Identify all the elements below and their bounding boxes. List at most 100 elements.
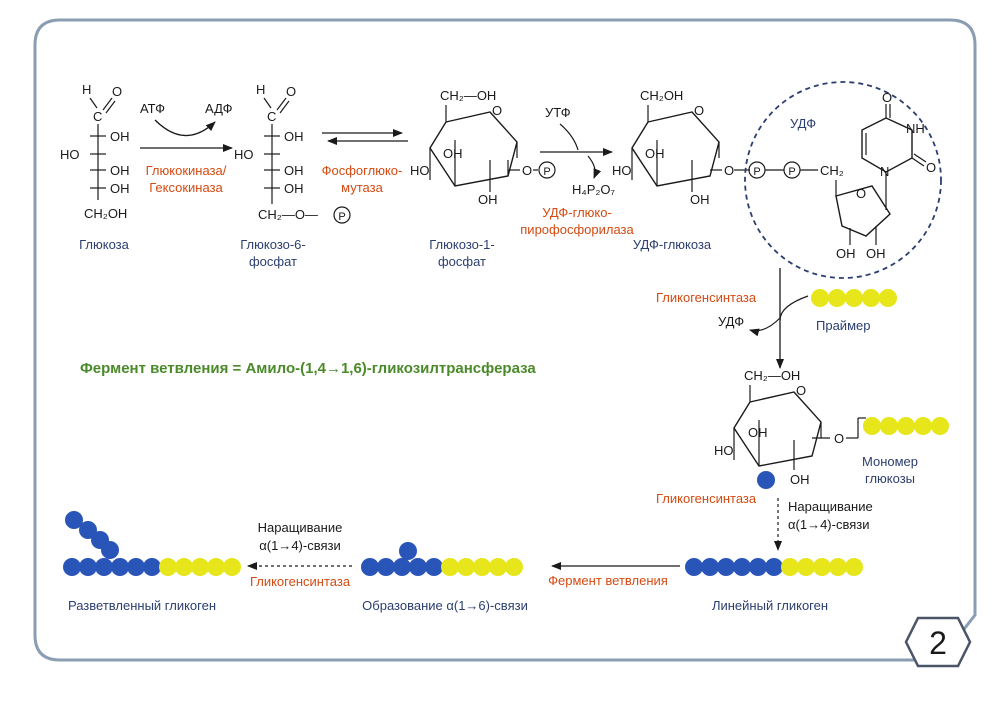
- glucose-unit: [685, 558, 703, 576]
- glucose-unit: [931, 417, 949, 435]
- glucose-unit: [733, 558, 751, 576]
- monomer-label-1: Мономер: [862, 454, 918, 469]
- glucose-unit: [701, 558, 719, 576]
- branch-formation-chain: [361, 542, 523, 576]
- svg-text:Гликогенсинтаза: Гликогенсинтаза: [656, 290, 757, 305]
- svg-text:OH: OH: [110, 181, 130, 196]
- g1p-label-2: фосфат: [438, 254, 486, 269]
- glucose-unit: [95, 558, 113, 576]
- glucose-unit: [393, 558, 411, 576]
- svg-text:NH: NH: [906, 121, 925, 136]
- svg-text:OH: OH: [478, 192, 498, 207]
- svg-text:HO: HO: [234, 147, 254, 162]
- svg-text:O: O: [724, 163, 734, 178]
- svg-text:CH₂: CH₂: [820, 163, 844, 178]
- svg-text:Фермент ветвления: Фермент ветвления: [548, 573, 668, 588]
- glucose-unit: [862, 289, 880, 307]
- g6p-structure: H C O OH HO OH OH CH₂—O— P: [234, 82, 351, 224]
- svg-text:P: P: [543, 166, 550, 178]
- glucose-unit: [143, 558, 161, 576]
- primer-chain: [811, 289, 897, 307]
- svg-text:Гликогенсинтаза: Гликогенсинтаза: [250, 574, 351, 589]
- svg-text:OH: OH: [645, 146, 665, 161]
- glucose-unit: [473, 558, 491, 576]
- svg-text:АТФ: АТФ: [140, 101, 165, 116]
- glucose-unit-new: [757, 471, 775, 489]
- svg-text:HO: HO: [60, 147, 80, 162]
- svg-text:α(1→4)-связи: α(1→4)-связи: [788, 517, 870, 532]
- svg-text:CH₂—OH: CH₂—OH: [440, 88, 496, 103]
- branched-glycogen-label: Разветвленный гликоген: [68, 598, 216, 613]
- svg-text:O: O: [492, 103, 502, 118]
- branch-formation-label: Образование α(1→6)-связи: [362, 598, 528, 613]
- svg-text:Гликогенсинтаза: Гликогенсинтаза: [656, 491, 757, 506]
- glucose-unit: [191, 558, 209, 576]
- glucose-unit: [828, 289, 846, 307]
- step2-reaction: Фосфоглюко- мутаза: [322, 129, 408, 195]
- page-border: [33, 18, 977, 662]
- svg-text:P: P: [753, 166, 760, 178]
- svg-text:OH: OH: [790, 472, 810, 487]
- svg-text:O: O: [694, 103, 704, 118]
- glucose-unit: [425, 558, 443, 576]
- glucose-unit: [489, 558, 507, 576]
- step3-reaction: УТФ H₄P₂O₇ УДФ-глюко- пирофосфорилаза: [520, 105, 634, 237]
- svg-text:N: N: [880, 164, 889, 179]
- udpg-structure: CH₂OH O HO OH OH O P P CH₂: [612, 88, 844, 207]
- monomer-chain: [863, 417, 949, 435]
- page-number: 2: [929, 625, 947, 661]
- glucose-label: Глюкоза: [79, 237, 130, 252]
- svg-text:Фосфоглюко-: Фосфоглюко-: [322, 163, 403, 178]
- glucose-unit: [457, 558, 475, 576]
- svg-text:УДФ-глюко-: УДФ-глюко-: [542, 205, 612, 220]
- svg-text:Глюкокиназа/: Глюкокиназа/: [146, 163, 227, 178]
- glucose-unit: [829, 558, 847, 576]
- glucose-unit: [111, 558, 129, 576]
- glucose-unit: [159, 558, 177, 576]
- svg-text:Наращивание: Наращивание: [788, 499, 873, 514]
- step5-reaction: Гликогенсинтаза Наращивание α(1→4)-связи: [656, 491, 873, 551]
- svg-text:OH: OH: [836, 246, 856, 261]
- udp-circle-label: УДФ: [790, 116, 816, 131]
- svg-text:Праймер: Праймер: [816, 318, 870, 333]
- svg-text:H: H: [256, 82, 265, 97]
- svg-text:H₄P₂O₇: H₄P₂O₇: [572, 182, 616, 197]
- svg-text:Наращивание: Наращивание: [258, 520, 343, 535]
- svg-text:УДФ: УДФ: [718, 314, 744, 329]
- glucose-unit: [765, 558, 783, 576]
- glucose-unit: [749, 558, 767, 576]
- g1p-label-1: Глюкозо-1-: [429, 237, 495, 252]
- svg-text:УТФ: УТФ: [545, 105, 571, 120]
- g1p-structure: CH₂—OH O HO OH OH O P: [410, 88, 556, 207]
- glucose-unit: [914, 417, 932, 435]
- linear-glycogen-label: Линейный гликоген: [712, 598, 828, 613]
- glucose-unit-branch: [399, 542, 417, 560]
- svg-text:CH₂—O—: CH₂—O—: [258, 207, 318, 222]
- glucose-unit: [377, 558, 395, 576]
- step6-reaction: Фермент ветвления: [548, 562, 680, 588]
- glucose-unit: [127, 558, 145, 576]
- glucose-unit: [441, 558, 459, 576]
- step7-reaction: Наращивание α(1→4)-связи Гликогенсинтаза: [247, 520, 352, 589]
- svg-text:CH₂OH: CH₂OH: [84, 206, 127, 221]
- svg-text:OH: OH: [110, 129, 130, 144]
- svg-text:O: O: [112, 84, 122, 99]
- glucose-unit: [880, 417, 898, 435]
- glucose-unit: [223, 558, 241, 576]
- svg-text:C: C: [267, 109, 276, 124]
- glucose-unit: [207, 558, 225, 576]
- branched-glycogen-chain: [63, 511, 241, 576]
- glucose-unit-branch: [65, 511, 83, 529]
- udp-circle: [744, 81, 942, 279]
- glucose-unit: [79, 558, 97, 576]
- svg-text:OH: OH: [690, 192, 710, 207]
- svg-text:OH: OH: [748, 425, 768, 440]
- step4-reaction: Гликогенсинтаза УДФ Праймер: [656, 268, 870, 369]
- glucose-unit: [845, 558, 863, 576]
- monomer-structure: CH₂—OH O HO OH OH O: [714, 368, 866, 487]
- glucose-unit: [63, 558, 81, 576]
- branching-enzyme-title: Фермент ветвления = Амило-(1,4→1,6)-глик…: [80, 360, 536, 377]
- udpg-label: УДФ-глюкоза: [633, 237, 712, 252]
- glucose-unit-branch: [101, 541, 119, 559]
- page-number-badge: [904, 616, 972, 668]
